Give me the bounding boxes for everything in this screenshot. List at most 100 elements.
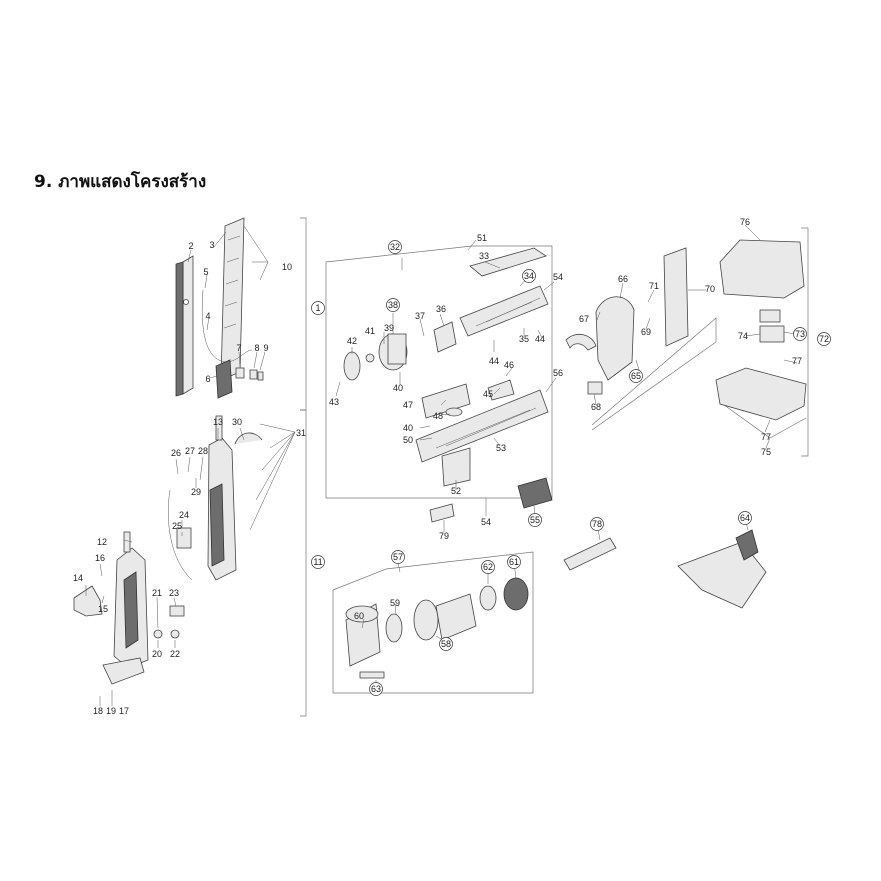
bracket-group-11 — [300, 409, 307, 717]
frame-group-32 — [325, 245, 553, 499]
part-tray-75 — [715, 367, 807, 421]
label-60: 60 — [354, 611, 364, 621]
label-75: 75 — [761, 447, 771, 457]
label-46: 46 — [504, 360, 514, 370]
part-bracket-36 — [433, 321, 457, 353]
label-76: 76 — [740, 217, 750, 227]
label-19: 19 — [106, 706, 116, 716]
label-73: 73 — [795, 329, 805, 339]
part-clip-68 — [587, 381, 603, 395]
part-motor-38 — [378, 333, 408, 371]
label-23: 23 — [169, 588, 179, 598]
label-21: 21 — [152, 588, 162, 598]
label-62: 62 — [483, 562, 493, 572]
label-18: 18 — [93, 706, 103, 716]
label-15: 15 — [98, 604, 108, 614]
part-front-housing — [207, 415, 237, 581]
part-labels: 1 2 3 4 5 6 7 8 9 10 11 12 13 14 15 16 1… — [73, 217, 829, 716]
bracket-group-72 — [801, 227, 809, 457]
label-45: 45 — [483, 389, 493, 399]
label-71: 71 — [649, 281, 659, 291]
label-50: 50 — [403, 435, 413, 445]
label-36: 36 — [436, 304, 446, 314]
label-34: 34 — [524, 271, 534, 281]
part-tube-34 — [459, 285, 549, 337]
part-filter-58 — [413, 599, 439, 641]
part-clip-67 — [565, 333, 597, 351]
label-9: 9 — [263, 343, 268, 353]
part-battery-55 — [517, 477, 553, 509]
part-washer-41 — [365, 353, 375, 363]
part-plate-74 — [759, 325, 785, 343]
label-48: 48 — [433, 411, 443, 421]
part-base-17 — [102, 657, 145, 685]
label-51: 51 — [477, 233, 487, 243]
part-wall-bracket-70 — [663, 247, 689, 347]
part-ring-20 — [153, 629, 163, 639]
label-2: 2 — [188, 241, 193, 251]
label-13: 13 — [213, 417, 223, 427]
label-22: 22 — [170, 649, 180, 659]
label-59: 59 — [390, 598, 400, 608]
part-clip-79 — [429, 503, 455, 523]
part-cover-52 — [441, 447, 471, 487]
leader-lines — [85, 224, 801, 706]
part-seal-59 — [385, 613, 403, 643]
part-disc-42 — [343, 351, 361, 381]
label-72: 72 — [819, 334, 829, 344]
label-24: 24 — [179, 510, 189, 520]
label-26: 26 — [171, 448, 181, 458]
part-handle-frame — [220, 217, 245, 381]
label-27: 27 — [185, 446, 195, 456]
label-61: 61 — [509, 557, 519, 567]
label-40a: 40 — [393, 383, 403, 393]
label-4: 4 — [205, 311, 210, 321]
part-ring-22 — [170, 629, 180, 639]
part-crevice-nozzle-78 — [563, 537, 617, 571]
part-floor-nozzle-64 — [677, 529, 767, 609]
part-ring-48 — [445, 407, 463, 417]
label-38: 38 — [388, 300, 398, 310]
label-58: 58 — [441, 639, 451, 649]
label-56: 56 — [553, 368, 563, 378]
label-64: 64 — [740, 513, 750, 523]
label-37: 37 — [415, 311, 425, 321]
part-grip-30 — [234, 432, 263, 445]
part-holder-66 — [595, 296, 635, 381]
label-11: 11 — [313, 557, 322, 567]
label-12: 12 — [97, 537, 107, 547]
part-top-cover-33 — [469, 247, 547, 277]
label-67: 67 — [579, 314, 589, 324]
label-30: 30 — [232, 417, 242, 427]
part-plate-47 — [421, 383, 471, 419]
label-41: 41 — [365, 326, 375, 336]
part-main-body — [113, 531, 149, 669]
label-77b: 77 — [761, 432, 771, 442]
label-39: 39 — [384, 323, 394, 333]
label-17: 17 — [119, 706, 129, 716]
label-32: 32 — [390, 242, 400, 252]
label-6: 6 — [205, 374, 210, 384]
part-switch-6 — [215, 359, 233, 399]
label-54b: 54 — [481, 517, 491, 527]
label-16: 16 — [95, 553, 105, 563]
part-filter-61 — [503, 577, 529, 611]
label-44a: 44 — [489, 356, 499, 366]
part-connector-9 — [257, 371, 264, 381]
label-68: 68 — [591, 402, 601, 412]
label-40b: 40 — [403, 423, 413, 433]
label-7: 7 — [236, 343, 241, 353]
label-54a: 54 — [553, 272, 563, 282]
frame-group-57 — [332, 551, 534, 694]
part-base-cover-76 — [719, 239, 805, 299]
label-3: 3 — [209, 240, 214, 250]
label-25: 25 — [172, 521, 182, 531]
part-filter-body-57 — [435, 593, 477, 641]
label-35: 35 — [519, 334, 529, 344]
label-29: 29 — [191, 487, 201, 497]
label-78: 78 — [592, 519, 602, 529]
part-lower-tube-53 — [415, 389, 549, 463]
page-title: 9. ภาพแสดงโครงสร้าง — [34, 172, 207, 192]
part-component-23 — [169, 605, 185, 617]
